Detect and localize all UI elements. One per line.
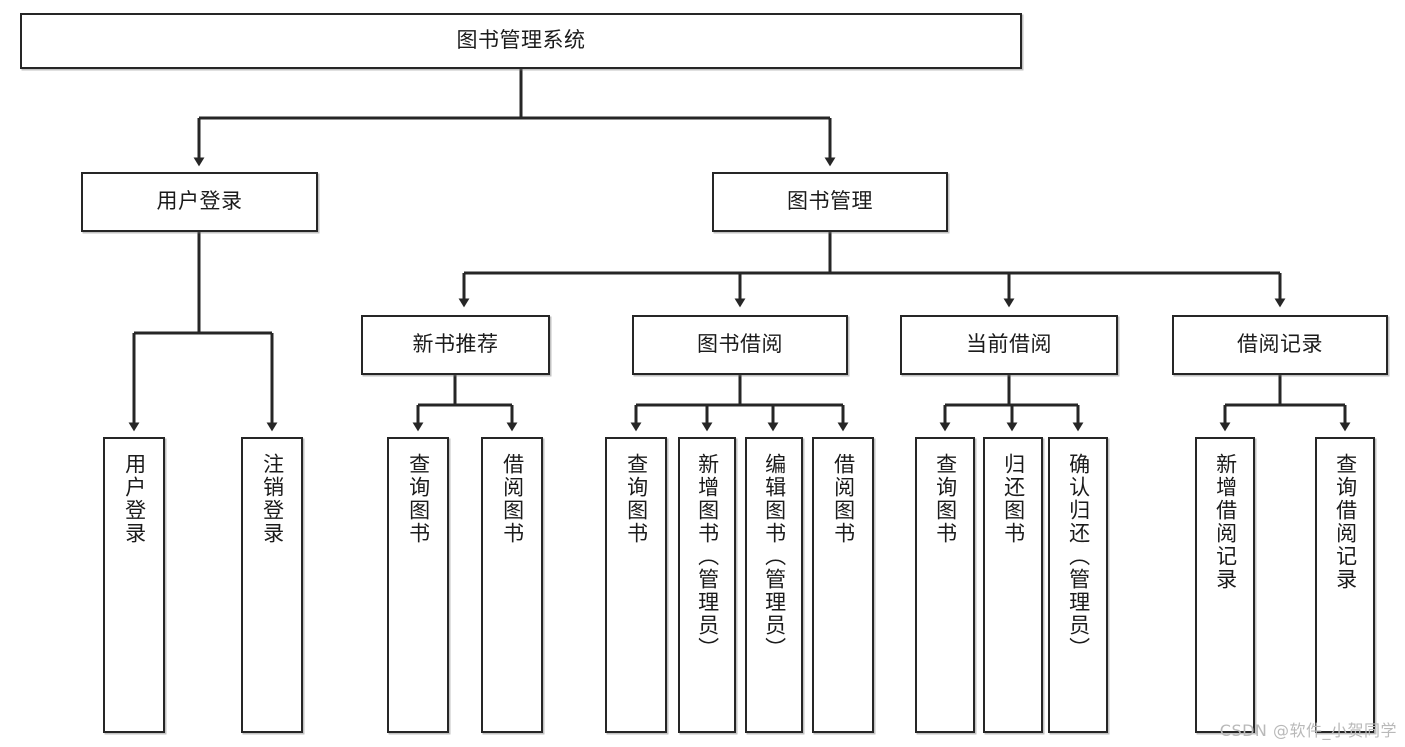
node-label: 确认归还（管理员） bbox=[1066, 453, 1091, 660]
node-label: 查询借阅记录 bbox=[1333, 453, 1358, 591]
leaf-confirm-return-admin[interactable]: 确认归还（管理员） bbox=[1048, 437, 1108, 733]
node-label: 新增借阅记录 bbox=[1213, 453, 1238, 591]
node-label: 图书管理 bbox=[787, 189, 873, 214]
node-label: 当前借阅 bbox=[966, 332, 1052, 357]
node-label: 新增图书（管理员） bbox=[695, 453, 720, 660]
node-book-management[interactable]: 图书管理 bbox=[712, 172, 948, 232]
leaf-borrow-book-recommend[interactable]: 借阅图书 bbox=[481, 437, 543, 733]
leaf-edit-book-admin[interactable]: 编辑图书（管理员） bbox=[745, 437, 803, 733]
leaf-logout[interactable]: 注销登录 bbox=[241, 437, 303, 733]
node-borrow-record[interactable]: 借阅记录 bbox=[1172, 315, 1388, 375]
leaf-borrow-book[interactable]: 借阅图书 bbox=[812, 437, 874, 733]
node-label: 查询图书 bbox=[406, 453, 431, 545]
leaf-return-book[interactable]: 归还图书 bbox=[983, 437, 1043, 733]
node-label: 编辑图书（管理员） bbox=[762, 453, 787, 660]
node-root-system[interactable]: 图书管理系统 bbox=[20, 13, 1022, 69]
node-label: 查询图书 bbox=[624, 453, 649, 545]
node-book-borrow[interactable]: 图书借阅 bbox=[632, 315, 848, 375]
node-label: 图书借阅 bbox=[697, 332, 783, 357]
node-current-borrow[interactable]: 当前借阅 bbox=[900, 315, 1118, 375]
leaf-query-book-borrow[interactable]: 查询图书 bbox=[605, 437, 667, 733]
leaf-query-borrow-record[interactable]: 查询借阅记录 bbox=[1315, 437, 1375, 733]
node-label: 借阅记录 bbox=[1237, 332, 1323, 357]
leaf-query-book-recommend[interactable]: 查询图书 bbox=[387, 437, 449, 733]
leaf-add-borrow-record[interactable]: 新增借阅记录 bbox=[1195, 437, 1255, 733]
node-label: 查询图书 bbox=[933, 453, 958, 545]
leaf-query-book-current[interactable]: 查询图书 bbox=[915, 437, 975, 733]
node-user-login[interactable]: 用户登录 bbox=[81, 172, 318, 232]
leaf-add-book-admin[interactable]: 新增图书（管理员） bbox=[678, 437, 736, 733]
node-label: 新书推荐 bbox=[412, 332, 499, 357]
node-label: 用户登录 bbox=[122, 453, 147, 545]
node-new-book-recommend[interactable]: 新书推荐 bbox=[361, 315, 550, 375]
node-label: 注销登录 bbox=[260, 453, 285, 545]
node-label: 借阅图书 bbox=[500, 453, 525, 545]
node-label: 归还图书 bbox=[1001, 453, 1026, 545]
node-label: 图书管理系统 bbox=[456, 28, 586, 53]
node-label: 用户登录 bbox=[156, 189, 243, 214]
leaf-user-login[interactable]: 用户登录 bbox=[103, 437, 165, 733]
node-label: 借阅图书 bbox=[831, 453, 856, 545]
